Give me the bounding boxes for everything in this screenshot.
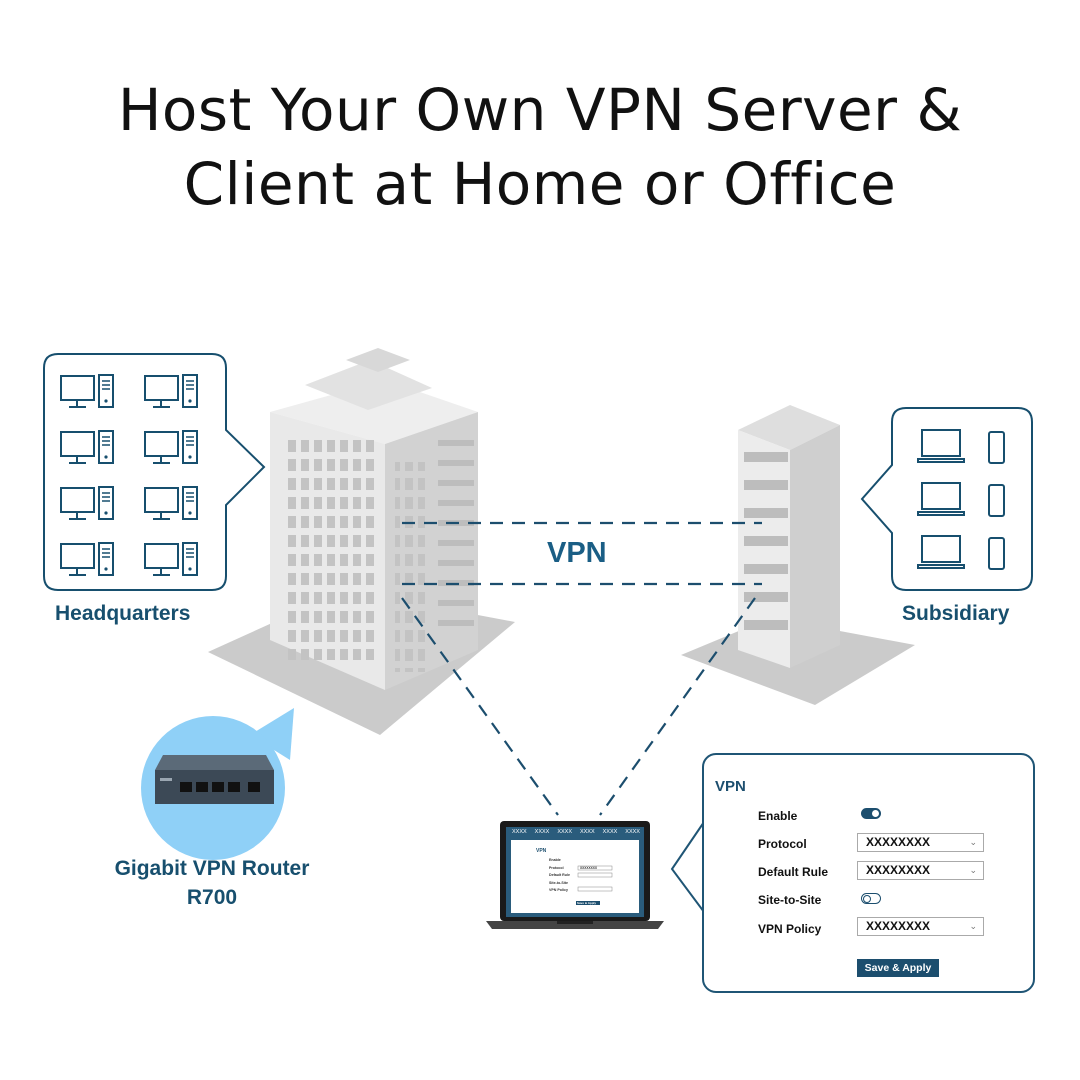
save-apply-button[interactable]: Save & Apply (857, 959, 939, 977)
laptop-row-value: XXXXXXXX (580, 866, 598, 870)
headquarters-building (270, 348, 478, 690)
laptop-row-label: Default Rule (549, 873, 570, 877)
headquarters-label: Headquarters (55, 602, 191, 625)
laptop-screen-title: VPN (536, 848, 547, 854)
headquarters-callout (43, 353, 266, 591)
vpn-policy-label: VPN Policy (758, 922, 822, 936)
enable-label: Enable (758, 809, 798, 823)
laptop-tab: XXXX (625, 829, 640, 835)
default-rule-select[interactable]: XXXXXXXX ⌄ (857, 861, 984, 880)
laptop-device (486, 821, 664, 929)
laptop-tab: XXXX (512, 829, 527, 835)
smartphone-icon (988, 484, 1005, 517)
router-label-line-2: R700 (186, 886, 238, 909)
subsidiary-building (738, 405, 840, 668)
smartphone-icon (988, 537, 1005, 570)
vpn-link-label: VPN (547, 537, 607, 569)
protocol-select[interactable]: XXXXXXXX ⌄ (857, 833, 984, 852)
vpn-settings-panel: VPN Enable Protocol XXXXXXXX ⌄ Default R… (702, 753, 1035, 993)
site-to-site-toggle[interactable] (861, 893, 881, 904)
smartphone-icon (988, 431, 1005, 464)
laptop-row-label: Protocol (549, 866, 564, 870)
chevron-down-icon: ⌄ (969, 865, 977, 875)
vpn-tunnel-lines (401, 521, 762, 816)
enable-toggle[interactable] (861, 808, 881, 819)
vpn-policy-select[interactable]: XXXXXXXX ⌄ (857, 917, 984, 936)
laptop-screen-tabs: XXXX XXXX XXXX XXXX XXXX XXXX (512, 829, 640, 835)
protocol-label: Protocol (758, 837, 807, 851)
network-router-icon (155, 755, 274, 804)
laptop-save-button: Save & Apply (577, 901, 597, 905)
laptop-tab: XXXX (602, 829, 618, 835)
laptop-row-label: VPN Policy (549, 888, 568, 892)
subsidiary-label: Subsidiary (902, 602, 1010, 625)
router-label-line-1: Gigabit VPN Router (114, 857, 310, 880)
subsidiary-device-icons (917, 429, 1005, 570)
chevron-down-icon: ⌄ (969, 837, 977, 847)
site-to-site-label: Site-to-Site (758, 893, 822, 907)
vpn-policy-select-value: XXXXXXXX (866, 919, 931, 933)
laptop-row-label: Site-to-Site (549, 881, 568, 885)
headline-line-2: Client at Home or Office (183, 150, 897, 218)
protocol-select-value: XXXXXXXX (866, 835, 931, 849)
headline-line-1: Host Your Own VPN Server & (117, 76, 963, 144)
laptop-row-label: Enable (549, 858, 561, 862)
router-bubble (141, 708, 294, 860)
settings-callout-pointer (670, 818, 705, 916)
settings-panel-title: VPN (715, 778, 746, 795)
laptop-tab: XXXX (579, 829, 595, 835)
laptop-tab: XXXX (534, 829, 550, 835)
default-rule-label: Default Rule (758, 865, 829, 879)
chevron-down-icon: ⌄ (969, 921, 977, 931)
laptop-tab: XXXX (557, 829, 572, 835)
default-rule-select-value: XXXXXXXX (866, 863, 931, 877)
